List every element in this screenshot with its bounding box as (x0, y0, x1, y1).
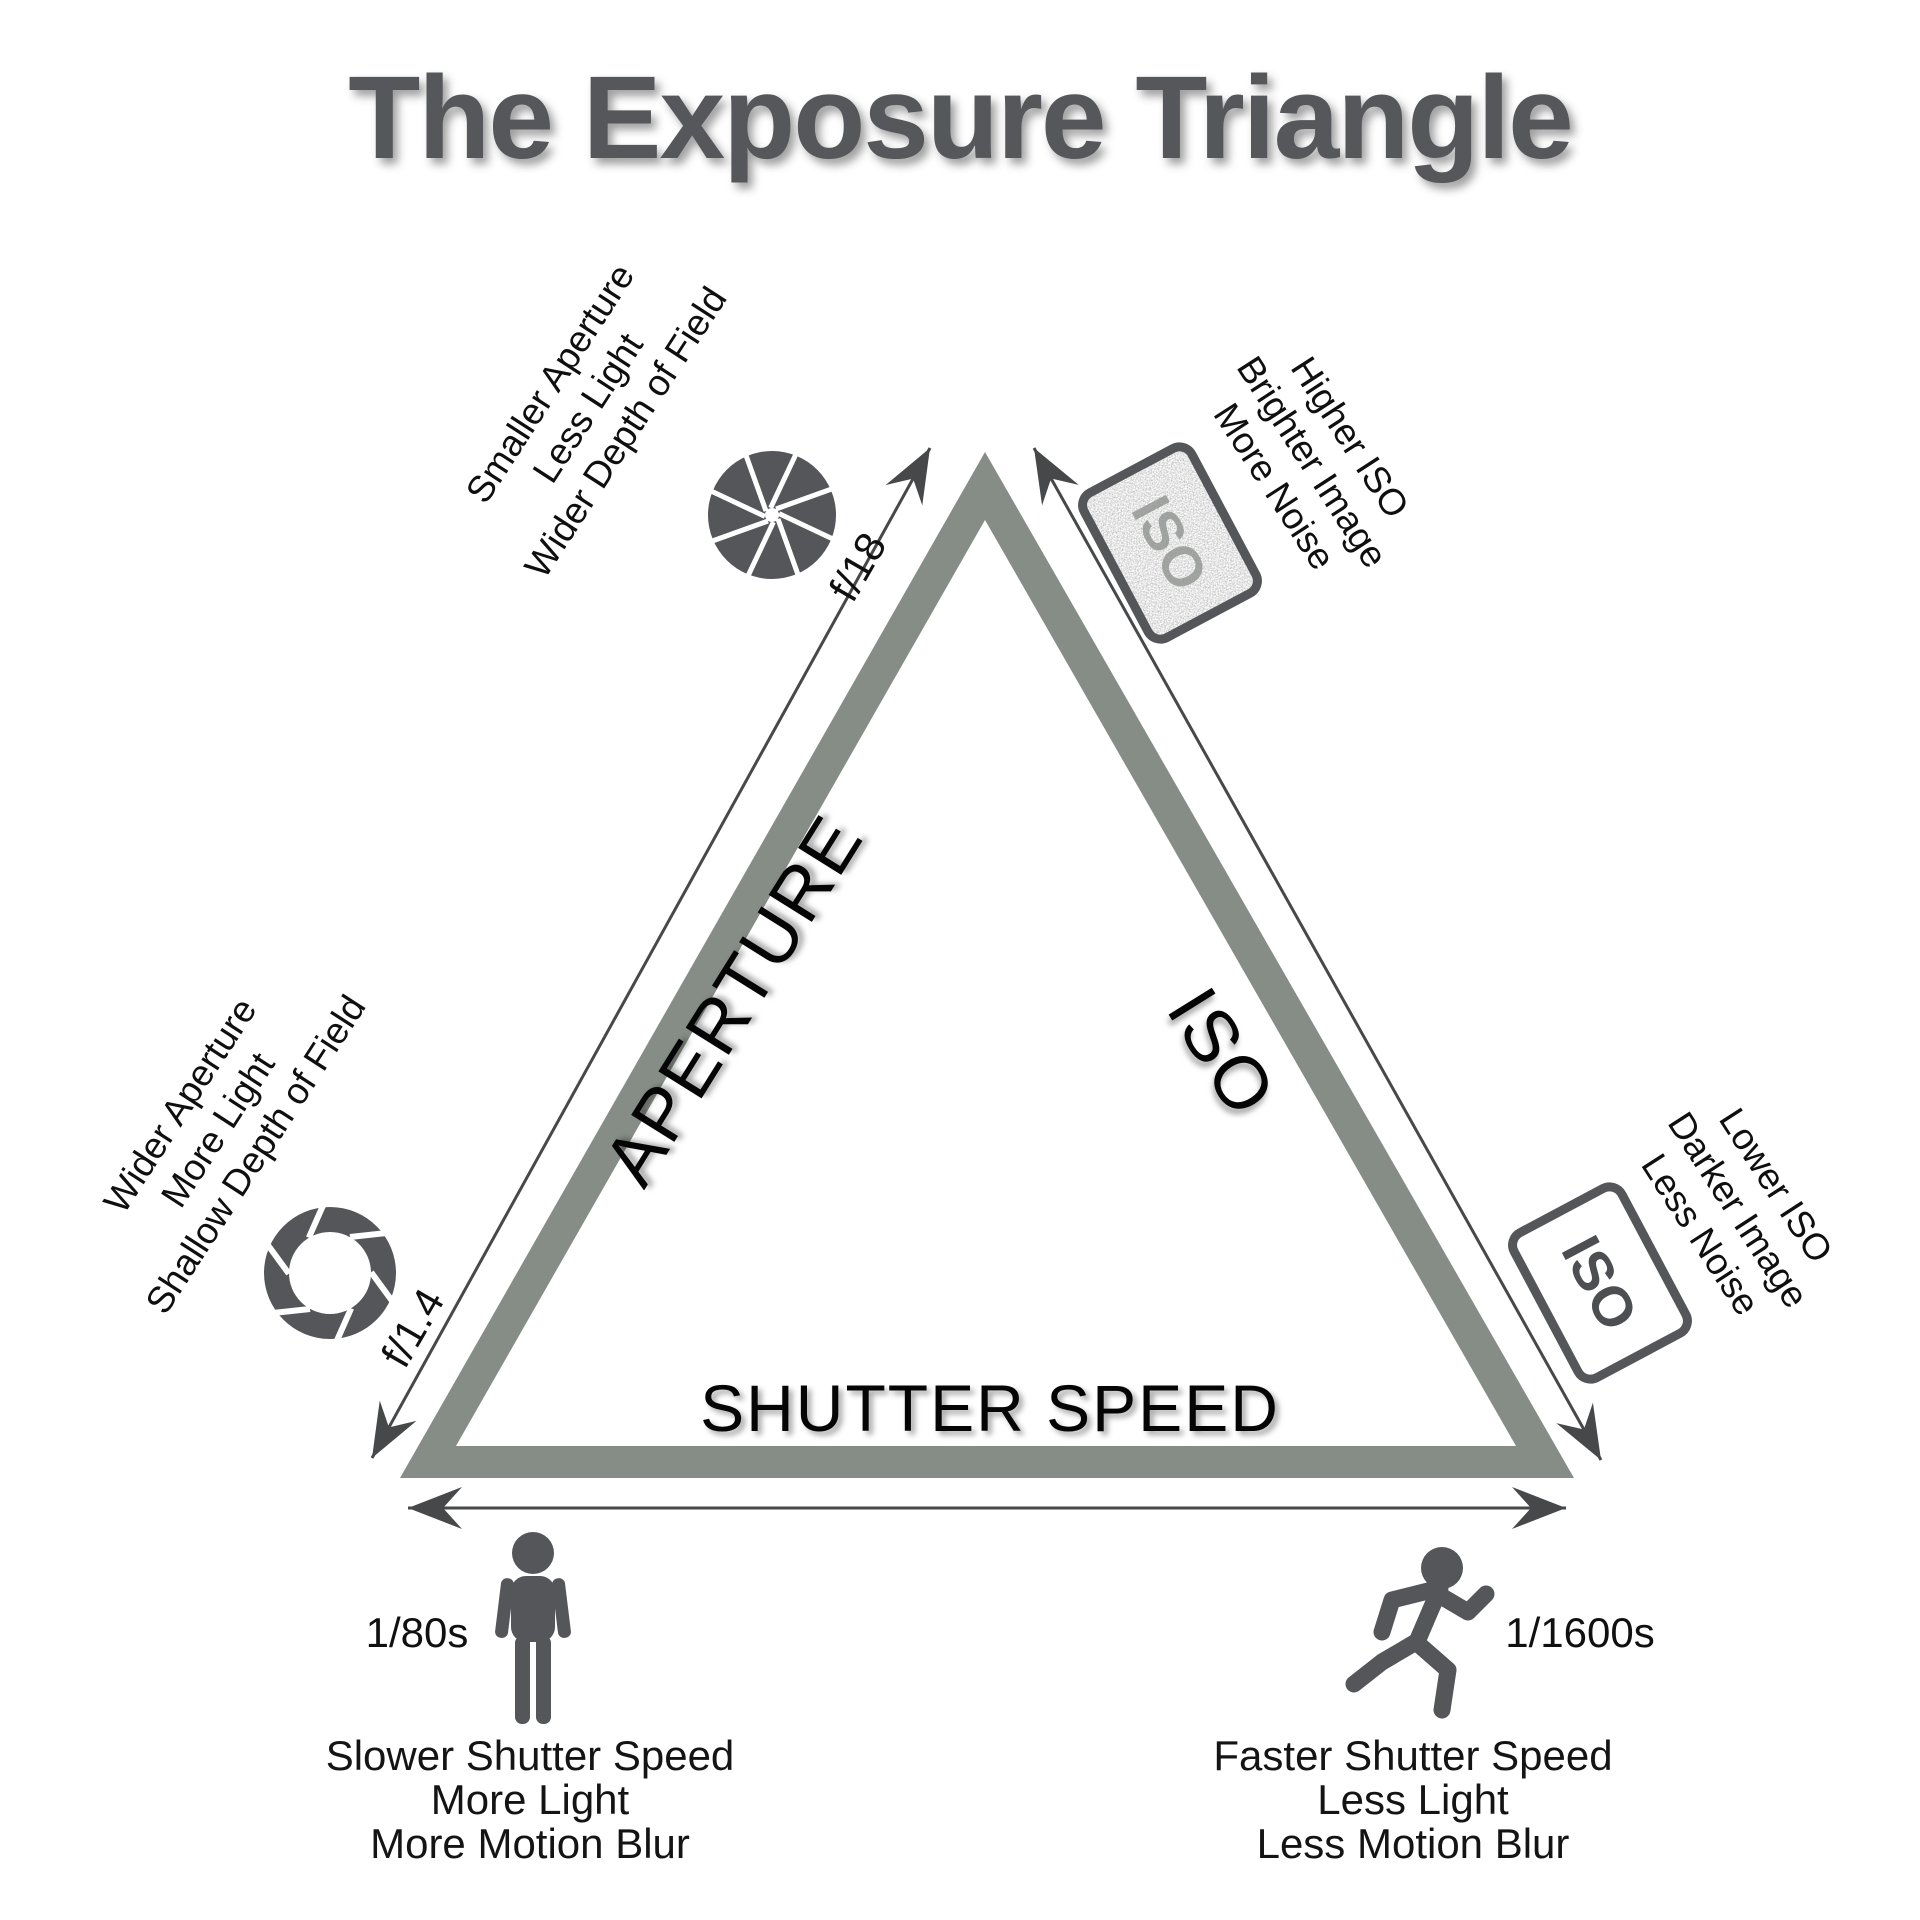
aperture-open-icon (264, 1202, 396, 1344)
caption-line: Less Light (1317, 1775, 1509, 1823)
caption-line: Slower Shutter Speed (325, 1731, 735, 1779)
fast-shutter-value: 1/1600s (1505, 1609, 1655, 1656)
aperture-closed-icon (702, 445, 842, 585)
running-person-icon (1345, 1547, 1495, 1719)
shutter-speed-edge-label: SHUTTER SPEED (700, 1371, 1280, 1445)
fast-shutter-caption: Faster Shutter Speed Less Light Less Mot… (1213, 1731, 1613, 1868)
iso-axis-arrow (1032, 447, 1603, 1461)
iso-clean-card-icon: ISO (1508, 1182, 1692, 1384)
caption-line: Faster Shutter Speed (1213, 1731, 1613, 1779)
caption-line: Less Motion Blur (1256, 1820, 1570, 1868)
caption-line: More Motion Blur (370, 1820, 690, 1868)
standing-person-icon (495, 1532, 571, 1724)
triangle-band (400, 452, 1574, 1478)
caption-line: More Light (430, 1775, 630, 1823)
iso-noisy-card-icon: ISO (1077, 441, 1263, 645)
slow-shutter-value: 1/80s (365, 1609, 469, 1656)
slow-shutter-caption: Slower Shutter Speed More Light More Mot… (325, 1731, 735, 1868)
page-title: The Exposure Triangle (348, 52, 1574, 184)
aperture-axis-arrow (370, 447, 932, 1459)
